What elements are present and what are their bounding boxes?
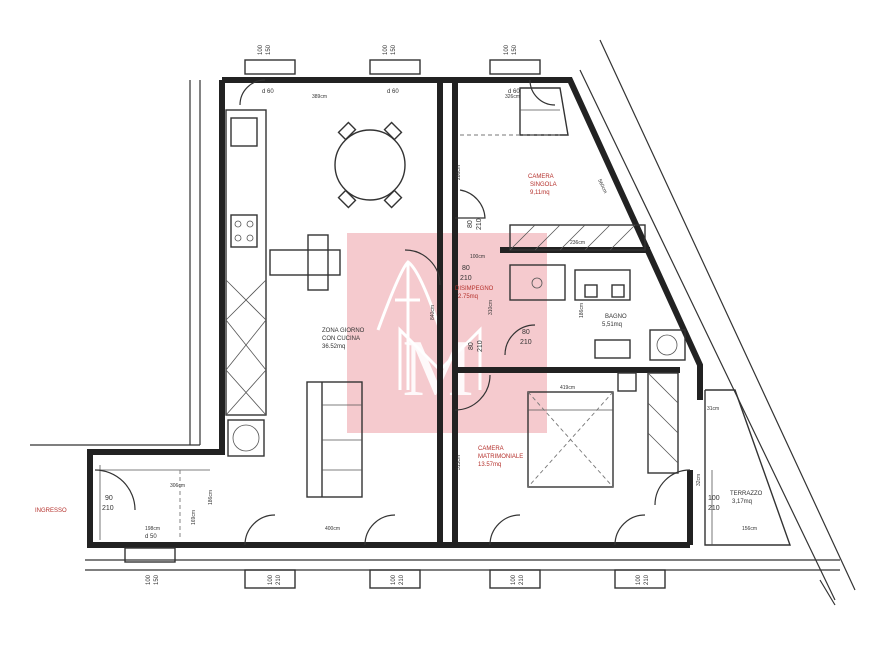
dim-bath-side: 186cm (579, 303, 585, 318)
bottom-window-5-w: 100 (636, 574, 642, 585)
hall-door[interactable] (404, 249, 441, 286)
master-door-h: 210 (477, 340, 484, 352)
top-window-2-w: 100 (383, 44, 389, 55)
master-door[interactable] (454, 374, 491, 411)
dim-diagonal-wall: 560cm (596, 178, 608, 194)
dim-entrance-side: 169cm (191, 510, 197, 525)
terrace-door-w: 100 (708, 495, 720, 502)
bottom-window-4-h: 210 (519, 574, 525, 585)
bottom-window-3-w: 100 (391, 574, 397, 585)
bottom-window-5-h: 210 (644, 574, 650, 585)
bath-name: BAGNO (605, 314, 627, 320)
kitchen-counter (225, 109, 267, 457)
dim-single-bottom: 236cm (570, 240, 585, 246)
entrance-door[interactable] (94, 469, 136, 511)
top-window-2-h: 150 (391, 44, 397, 55)
top-window-3-h: 150 (512, 44, 518, 55)
dim-entrance-bottom: 198cm (145, 526, 160, 532)
hall-door-w: 80 (462, 265, 470, 272)
win-depth-2: d 60 (387, 89, 399, 95)
top-window-1-w: 100 (258, 44, 264, 55)
entrance-door-h: 210 (102, 505, 114, 512)
bathroom-fixtures (509, 264, 686, 361)
single-door-w: 80 (467, 220, 474, 228)
dim-hall-top: 100cm (470, 254, 485, 260)
dim-living-side: 840cm (430, 305, 436, 320)
single-room-door[interactable] (455, 189, 486, 219)
bath-door-w: 80 (522, 329, 530, 336)
entrance-name: INGRESSO (35, 508, 67, 514)
terrace-door-h: 210 (708, 505, 720, 512)
dim-terrace-small: 31cm (707, 406, 719, 412)
dim-master-side: 313cm (456, 455, 462, 470)
hall-name: DISIMPEGNO (455, 286, 494, 292)
bottom-window-1-w: 100 (146, 574, 152, 585)
dim-living-top: 389cm (312, 94, 327, 100)
bottom-window-1-h: 150 (154, 574, 160, 585)
master-room-name-2: MATRIMONIALE (478, 454, 523, 460)
living-room-area: 36.52mq (322, 344, 345, 350)
single-room-furniture (509, 87, 646, 251)
single-door-h: 210 (476, 218, 483, 230)
win-depth-1: d 60 (262, 89, 274, 95)
hall-door-h: 210 (460, 275, 472, 282)
entrance-area (95, 465, 210, 540)
terrace-outline (704, 389, 791, 546)
dim-terrace-side: 156cm (742, 526, 757, 532)
win-depth-4: d 50 (145, 534, 157, 540)
bath-area: 5,51mq (602, 322, 622, 328)
living-room-name-2: CON CUCINA (322, 336, 360, 342)
bath-door[interactable] (504, 324, 536, 356)
living-room-name-1: ZONA GIORNO (322, 328, 365, 334)
dim-living-bottom: 400cm (325, 526, 340, 532)
terrace-name: TERRAZZO (730, 491, 763, 497)
exterior-hatch (30, 39, 856, 606)
terrace-door[interactable] (654, 469, 691, 506)
single-room-area: 9,11mq (530, 190, 550, 196)
kitchen-island (269, 234, 341, 291)
single-room-name-1: CAMERA (528, 174, 554, 180)
sofa (306, 381, 363, 498)
top-window-1-h: 150 (266, 44, 272, 55)
dining-table (334, 121, 406, 209)
dim-single-side: 286cm (456, 165, 462, 180)
top-windows (124, 59, 666, 589)
single-room-name-2: SINGOLA (530, 182, 557, 188)
exterior-walls (87, 77, 703, 548)
dim-master-top: 419cm (560, 385, 575, 391)
bottom-window-3-h: 210 (399, 574, 405, 585)
top-window-3-w: 100 (504, 44, 510, 55)
master-bed (527, 372, 679, 488)
entrance-door-w: 90 (105, 495, 113, 502)
terrace-area: 3,17mq (732, 499, 752, 505)
master-door-w: 80 (468, 342, 475, 350)
dim-entrance-top: 306cm (170, 483, 185, 489)
win-depth-3: d 60 (508, 89, 520, 95)
dim-entrance-small: 186cm (208, 490, 214, 505)
bath-door-h: 210 (520, 339, 532, 346)
dim-single-top: 326cm (505, 94, 520, 100)
dim-terrace-tiny: 32cm (696, 474, 702, 486)
bottom-window-2-w: 100 (268, 574, 274, 585)
master-room-name-1: CAMERA (478, 446, 504, 452)
dim-hall-side: 310cm (488, 300, 494, 315)
watermark-logo (347, 233, 547, 433)
bottom-window-2-h: 210 (276, 574, 282, 585)
hall-area: 2.75mq (458, 294, 478, 300)
bottom-door-swings (239, 79, 646, 546)
master-room-area: 13.57mq (478, 462, 501, 468)
bottom-window-4-w: 100 (511, 574, 517, 585)
